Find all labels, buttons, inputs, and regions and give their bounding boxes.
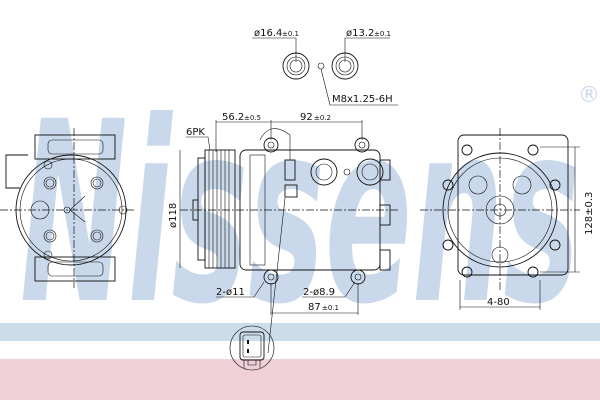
rear-view — [420, 128, 580, 290]
svg-text:±0.2: ±0.2 — [314, 114, 331, 122]
registered-mark: ® — [578, 83, 600, 108]
front-holes-dim: 2-ø11 — [216, 287, 245, 298]
rear-width-dim: 4-80 — [487, 297, 510, 308]
blue-band — [0, 323, 600, 341]
pulley-offset-dim: 56.2 — [222, 112, 244, 123]
thread-dim: M8x1.25-6H — [332, 94, 393, 105]
mount-spacing-top-dim: 92 — [300, 112, 313, 123]
svg-text:±0.1: ±0.1 — [322, 304, 339, 312]
connector-detail — [229, 197, 286, 371]
port-detail: ø16.4 ±0.1 ø13.2 ±0.1 M8x1.25-6H — [252, 28, 398, 106]
rear-height-dim: 128±0.3 — [584, 192, 595, 235]
pulley-dia-dim: ø118 — [168, 203, 179, 228]
svg-text:±0.1: ±0.1 — [374, 30, 391, 38]
svg-text:±0.5: ±0.5 — [244, 114, 261, 122]
front-view — [0, 128, 135, 288]
belt-type-label: 6PK — [186, 127, 205, 138]
discharge-port-dim: ø13.2 — [346, 28, 374, 39]
side-view — [180, 128, 400, 285]
mount-spacing-bottom-dim: 87 — [308, 302, 321, 313]
rear-holes-dim: 2-ø8.9 — [303, 287, 335, 298]
dimension-lines: 56.2 ±0.5 92 ±0.2 6PK ø118 2-ø11 2-ø8.9 … — [168, 112, 595, 315]
pink-band — [0, 359, 600, 400]
svg-text:±0.1: ±0.1 — [282, 30, 299, 38]
suction-port-dim: ø16.4 — [254, 28, 282, 39]
